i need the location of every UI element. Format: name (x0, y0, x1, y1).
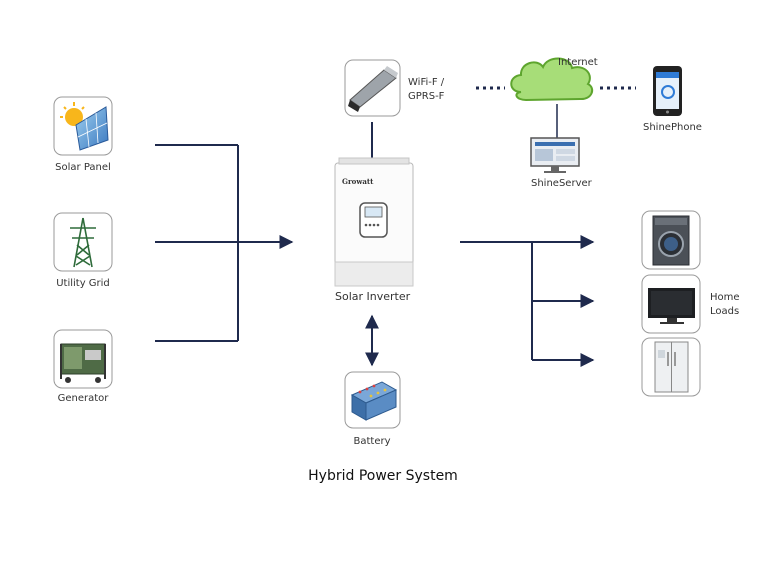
shineserver-label: ShineServer (531, 178, 593, 189)
source-connectors (155, 144, 294, 342)
home-loads-line1: Home (710, 292, 740, 303)
generator-icon (53, 329, 113, 389)
dongle-label-line2: GPRS-F (408, 91, 445, 102)
refrigerator-icon (641, 337, 701, 397)
wifi-dongle-icon (344, 59, 401, 117)
computer-monitor-icon (530, 137, 580, 173)
inverter-brand: Growatt (342, 177, 374, 186)
shinephone-label: ShinePhone (643, 122, 702, 133)
generator-label: Generator (58, 393, 110, 404)
battery-label: Battery (353, 436, 390, 447)
utility-grid-label: Utility Grid (56, 278, 110, 289)
diagram-title: Hybrid Power System (308, 468, 458, 484)
battery-pack-icon (344, 371, 401, 429)
television-icon (641, 274, 701, 334)
smartphone-icon (653, 66, 682, 116)
load-connectors (460, 235, 595, 367)
home-loads-line2: Loads (710, 306, 739, 317)
solar-panel-icon (53, 96, 113, 156)
solar-panel-label: Solar Panel (55, 162, 111, 173)
inverter-label: Solar Inverter (335, 290, 411, 303)
power-pylon-icon (53, 212, 113, 272)
cloud-icon (510, 57, 594, 102)
internet-label: Internet (558, 57, 598, 68)
dongle-label-line1: WiFi-F / (408, 77, 445, 88)
washing-machine-icon (641, 210, 701, 270)
inverter-icon (334, 157, 414, 287)
